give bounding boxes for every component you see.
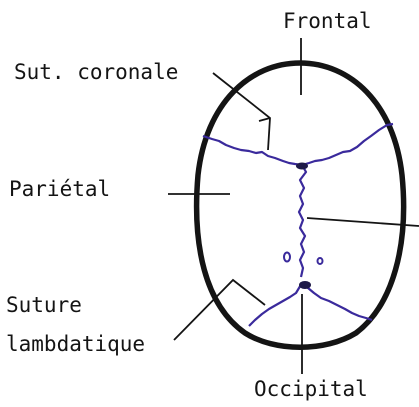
label-parietal: Pariétal <box>9 177 110 201</box>
skull-outline <box>197 63 404 347</box>
lambda-mark <box>299 281 311 289</box>
parietal-foramen-right <box>318 258 323 264</box>
label-sut-coronale: Sut. coronale <box>14 60 178 84</box>
lambdoid-suture <box>249 283 372 326</box>
label-suture-lambdatique-line2: lambdatique <box>6 332 145 356</box>
bregma-mark <box>296 163 308 170</box>
coronal-suture <box>203 124 393 165</box>
parietal-foramen-left <box>284 253 290 262</box>
coronal-leader-tick <box>259 118 270 121</box>
label-occipital: Occipital <box>254 377 368 401</box>
label-suture-lambdatique-line1: Suture <box>6 293 82 317</box>
sagittal-suture <box>299 165 306 277</box>
label-frontal: Frontal <box>283 9 372 33</box>
